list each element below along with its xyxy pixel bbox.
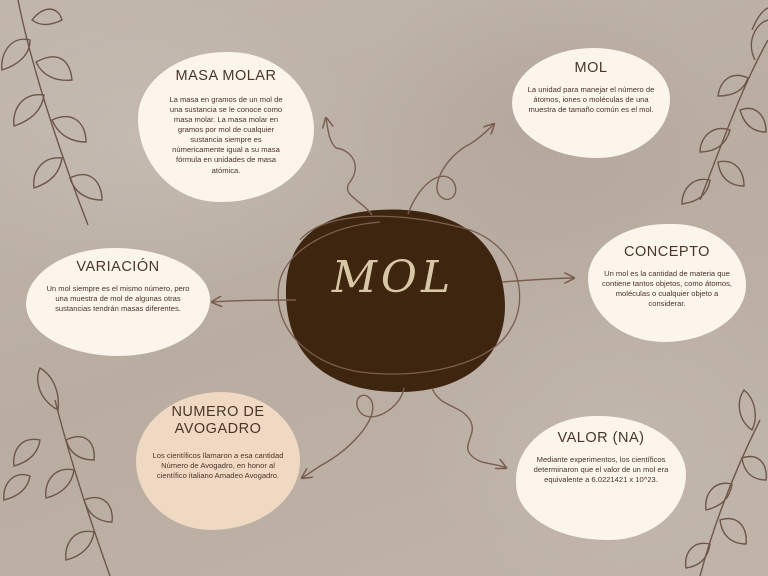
node-valor: VALOR (NA) Mediante experimentos, los ci…: [516, 416, 686, 540]
connector-variacion: [212, 300, 297, 302]
node-mol-body: La unidad para manejar el número de átom…: [527, 85, 655, 115]
connector-concepto: [501, 278, 574, 282]
node-avogadro: NUMERO DE AVOGADRO Los científicos llama…: [136, 392, 300, 530]
node-variacion-title: VARIACIÓN: [76, 259, 160, 275]
node-concepto-title: CONCEPTO: [624, 244, 710, 260]
connector-masa-molar: [326, 118, 373, 216]
node-concepto-body: Un mol es la cantidad de materia que con…: [601, 269, 732, 309]
node-variacion-body: Un mol siempre es el mismo número, pero …: [46, 284, 190, 314]
node-concepto: CONCEPTO Un mol es la cantidad de materi…: [588, 224, 746, 342]
node-valor-title: VALOR (NA): [557, 430, 645, 446]
node-masa-molar-title: MASA MOLAR: [175, 68, 277, 84]
node-variacion: VARIACIÓN Un mol siempre es el mismo núm…: [26, 248, 210, 356]
node-masa-molar: MASA MOLAR La masa en gramos de un mol d…: [138, 52, 314, 202]
center-blob: [285, 209, 505, 392]
node-avogadro-body: Los científicos llamaron a esa cantidad …: [152, 450, 284, 480]
leaf-branch-bottom-right: [685, 388, 767, 576]
node-mol: MOL La unidad para manejar el número de …: [512, 48, 670, 158]
connector-valor: [431, 387, 506, 468]
leaf-branch-top-right: [681, 7, 768, 205]
connector-avogadro: [302, 387, 405, 478]
leaf-branch-bottom-left: [3, 367, 113, 576]
center-label: MOL: [331, 252, 455, 303]
connector-mol: [407, 124, 494, 215]
leaf-branch-top-left: [1, 0, 103, 226]
center-sketch-loop: [277, 215, 521, 375]
node-avogadro-title: NUMERO DE AVOGADRO: [171, 404, 265, 438]
node-masa-molar-body: La masa en gramos de un mol de una susta…: [169, 95, 283, 175]
node-valor-body: Mediante experimentos, los científicos d…: [533, 455, 669, 485]
node-mol-title: MOL: [574, 60, 608, 76]
